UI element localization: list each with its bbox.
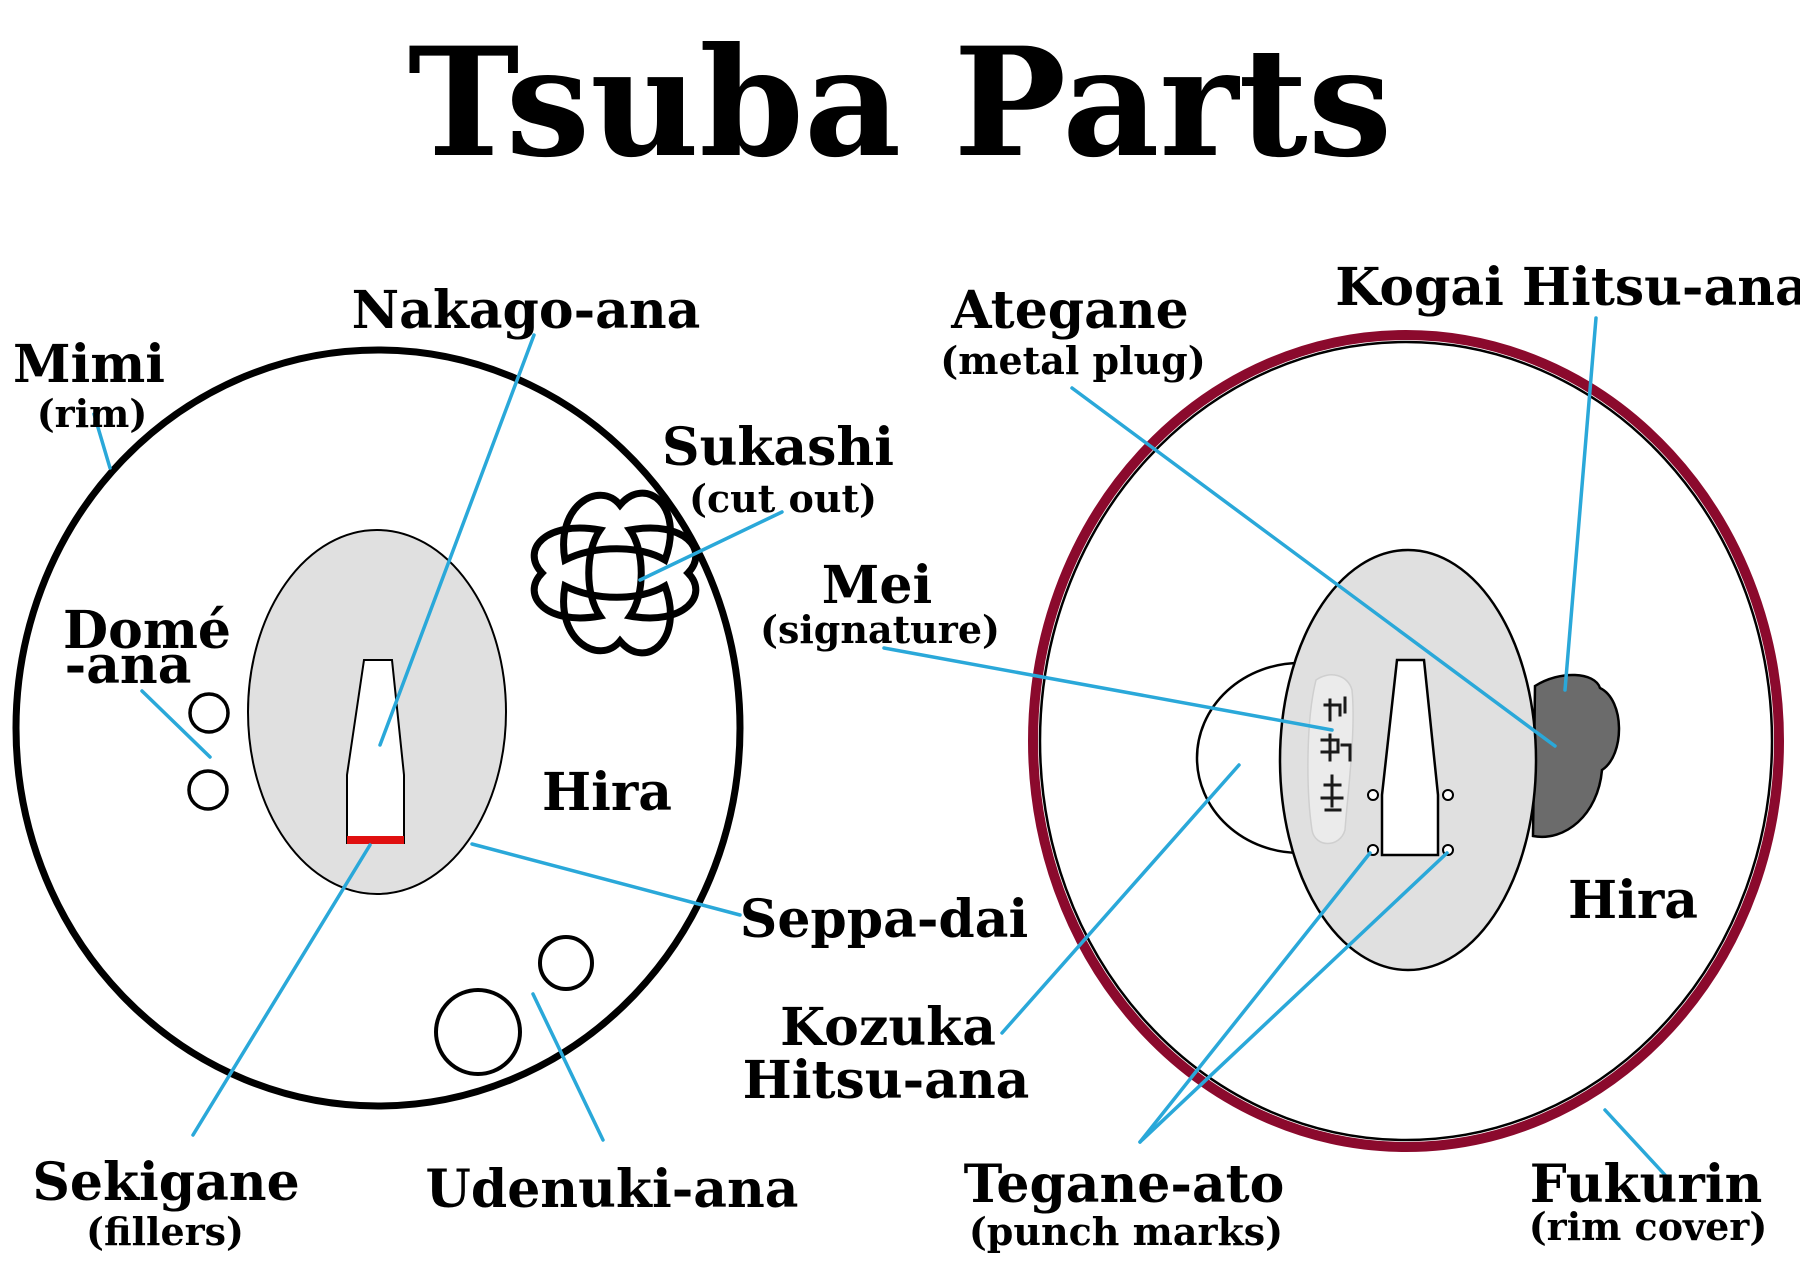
left-labels: Mimi (rim) Nakago-ana Sukashi (cut out) … (13, 280, 1028, 1254)
note-sukashi: (cut out) (689, 476, 877, 521)
label-kogai-hitsu-ana: Kogai Hitsu-ana (1335, 257, 1800, 318)
leader-sukashi (638, 510, 784, 582)
right-labels: Ategane (metal plug) Kogai Hitsu-ana Mei… (743, 257, 1800, 1254)
label-kozuka-hitsu-ana-2: Hitsu-ana (743, 1050, 1030, 1111)
label-sekigane: Sekigane (32, 1152, 299, 1213)
label-nakago-ana: Nakago-ana (352, 280, 701, 341)
label-hira-right: Hira (1568, 870, 1698, 931)
tegane-ato-mark-2 (1442, 789, 1454, 801)
label-sukashi: Sukashi (662, 417, 894, 478)
leader-mimi (92, 412, 112, 470)
leader-kozuka-hitsu-ana (1000, 763, 1241, 1035)
leader-nakago-ana (378, 333, 536, 747)
fukurin-inner-edge (1038, 340, 1774, 1142)
label-tegane-ato: Tegane-ato (964, 1154, 1285, 1215)
leader-mei (882, 646, 1334, 732)
diagram-title: Tsuba Parts (408, 15, 1392, 191)
label-mei: Mei (822, 555, 932, 616)
leader-dome-ana (140, 689, 212, 759)
leader-tegane-ato-2 (1138, 851, 1449, 1144)
label-kozuka-hitsu-ana-1: Kozuka (780, 997, 996, 1058)
note-sekigane: (fillers) (86, 1209, 244, 1254)
leader-ategane (1070, 386, 1557, 748)
leader-fukurin (1603, 1108, 1667, 1177)
note-fukurin: (rim cover) (1529, 1204, 1768, 1249)
label-mimi: Mimi (13, 334, 165, 395)
leader-sekigane (191, 843, 372, 1137)
left-leader-lines (92, 333, 784, 1142)
label-dome-ana-1: Domé (63, 600, 231, 661)
note-ategane: (metal plug) (940, 338, 1205, 383)
note-mimi: (rim) (37, 391, 148, 436)
tegane-ato-mark-1 (1367, 789, 1379, 801)
label-hira-left: Hira (542, 762, 672, 823)
mei-signature-characters (1320, 696, 1352, 812)
left-tsuba (12, 346, 744, 1110)
label-udenuki-ana: Udenuki-ana (426, 1159, 799, 1220)
label-fukurin: Fukurin (1530, 1154, 1763, 1215)
note-tegane-ato: (punch marks) (969, 1209, 1283, 1254)
leader-tegane-ato-1 (1138, 851, 1372, 1144)
right-leader-lines (882, 316, 1667, 1177)
dome-ana-hole-upper (188, 692, 230, 734)
dome-ana-hole-lower (187, 769, 229, 811)
sekigane-filler (347, 836, 404, 844)
udenuki-ana-hole-large (434, 988, 522, 1076)
label-ategane: Ategane (950, 280, 1188, 341)
note-mei: (signature) (760, 607, 1000, 652)
leader-kogai-hitsu-ana (1563, 316, 1598, 692)
udenuki-ana-hole-small (538, 935, 594, 991)
label-dome-ana-2: -ana (65, 635, 192, 696)
right-tsuba (1028, 330, 1784, 1152)
leader-udenuki-ana (531, 992, 605, 1142)
label-seppa-dai: Seppa-dai (740, 889, 1028, 950)
kogai-hitsu-ana (1531, 673, 1621, 839)
leader-seppa-dai (470, 842, 742, 917)
nakago-ana-right (1380, 658, 1440, 857)
